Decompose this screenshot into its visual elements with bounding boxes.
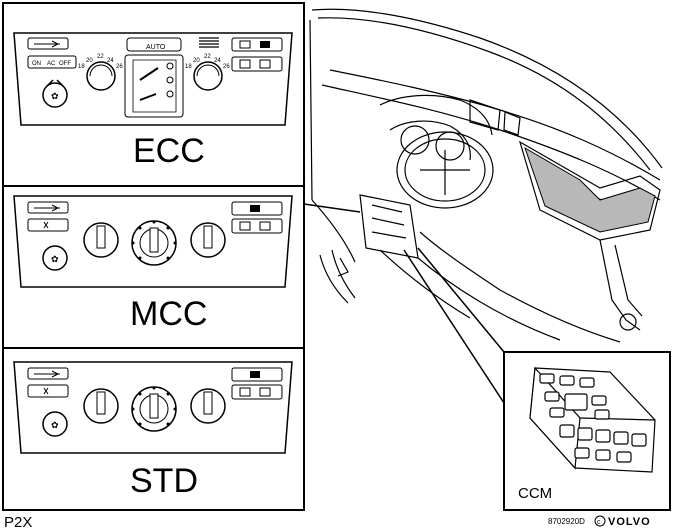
ccm-module-drawing bbox=[529, 366, 656, 473]
svg-text:✿: ✿ bbox=[51, 420, 59, 430]
ecc-left-scale-min: 18 bbox=[78, 64, 85, 70]
model-label: P2X bbox=[4, 514, 32, 531]
ecc-on-label: ON bbox=[32, 61, 41, 67]
ecc-right-scale-0: 20 bbox=[193, 58, 200, 64]
std-panel: ✿ bbox=[13, 361, 293, 454]
ecc-ac-label: AC bbox=[47, 61, 56, 67]
ecc-right-scale-2: 24 bbox=[214, 58, 221, 64]
pointer-line bbox=[417, 247, 505, 353]
mcc-label: MCC bbox=[130, 295, 207, 333]
ecc-left-scale-max: 26 bbox=[116, 64, 123, 70]
ecc-left-scale-1: 22 bbox=[97, 54, 104, 60]
ecc-off-label: OFF bbox=[59, 61, 71, 67]
ccm-label: CCM bbox=[518, 485, 552, 502]
panel-frame bbox=[2, 2, 305, 511]
ecc-right-scale-min: 18 bbox=[185, 64, 192, 70]
mcc-fan-knob-icon bbox=[42, 245, 68, 271]
ecc-label: ECC bbox=[133, 132, 205, 170]
pointer-line bbox=[403, 249, 505, 404]
std-fan-knob-icon bbox=[42, 411, 68, 437]
ref-code: 8702920D bbox=[548, 517, 585, 526]
pointer-line bbox=[303, 203, 361, 213]
std-label: STD bbox=[130, 462, 198, 500]
dashboard-drawing bbox=[309, 8, 663, 343]
ecc-right-scale-1: 22 bbox=[204, 54, 211, 60]
ecc-right-scale-max: 26 bbox=[223, 64, 230, 70]
svg-text:✿: ✿ bbox=[51, 254, 59, 264]
ecc-panel: ON AC OFF ✿ 20 22 24 18 26 AUTO 20 22 24 bbox=[13, 32, 293, 126]
svg-text:✿: ✿ bbox=[51, 91, 59, 101]
left-temp-knob-icon bbox=[86, 61, 116, 91]
brand-logo: VOLVO bbox=[608, 516, 651, 528]
svg-text:c: c bbox=[597, 519, 601, 526]
mcc-panel: ✿ bbox=[13, 195, 293, 288]
right-temp-knob-icon bbox=[193, 61, 223, 91]
ecc-auto-label: AUTO bbox=[146, 44, 166, 51]
fan-knob-icon bbox=[42, 82, 68, 108]
copyright-icon bbox=[594, 515, 606, 527]
ecc-left-scale-0: 20 bbox=[86, 58, 93, 64]
ecc-left-scale-2: 24 bbox=[107, 58, 114, 64]
